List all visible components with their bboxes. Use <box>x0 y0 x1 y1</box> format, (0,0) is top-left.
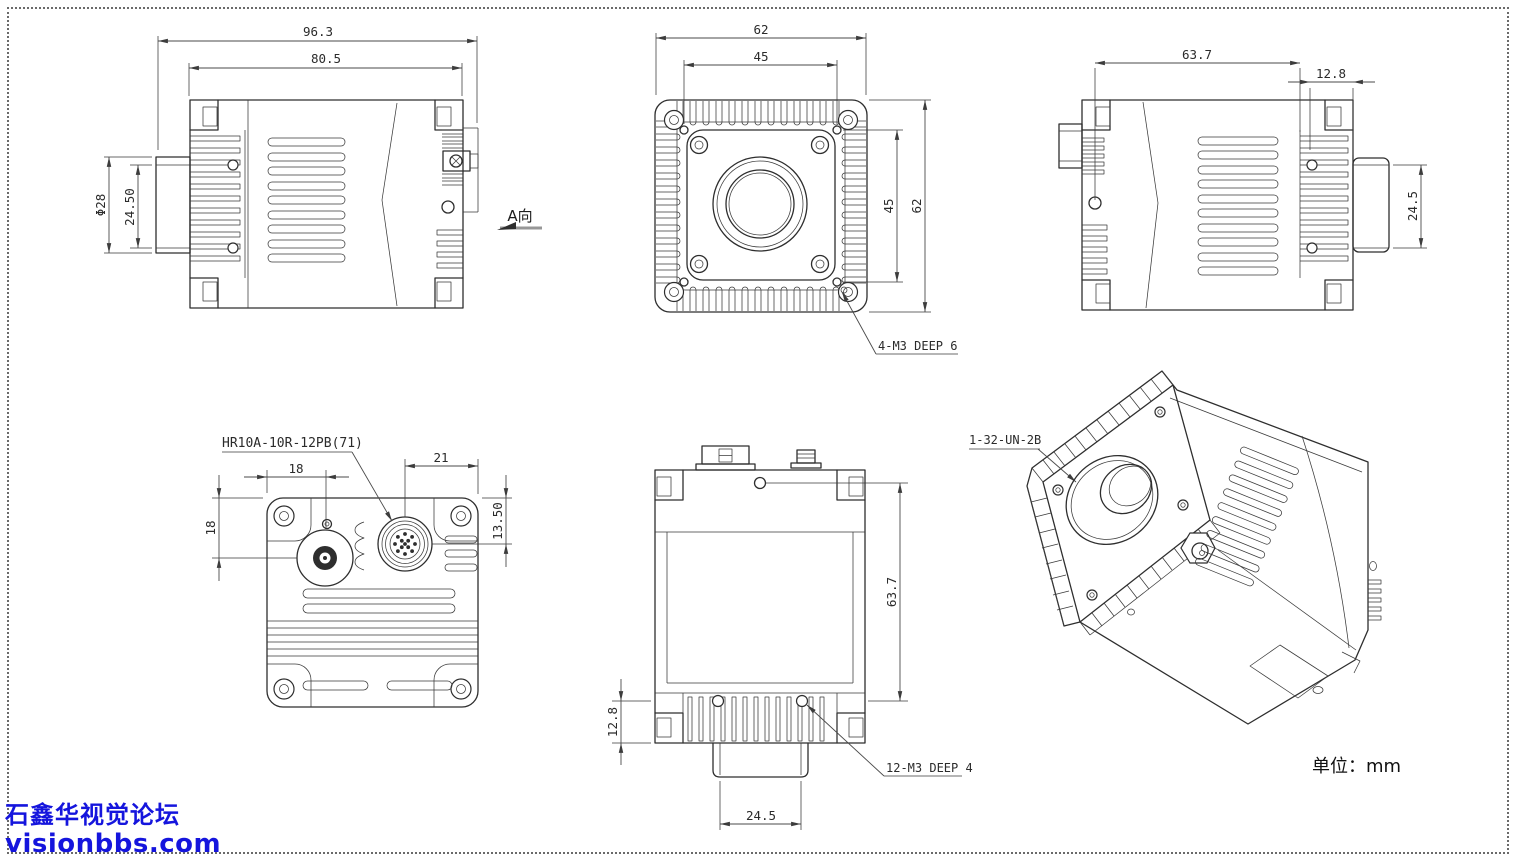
iso-thread-note: 1-32-UN-2B <box>969 433 1041 447</box>
dim-total-width: 96.3 <box>303 24 333 39</box>
dim-coax-offset-h: 18 <box>288 461 303 476</box>
front-screw-note: 4-M3 DEEP 6 <box>878 339 957 353</box>
dim-body-width: 80.5 <box>311 51 341 66</box>
view-side-a-drawing: 96.3 80.5 Φ28 24.50 A向 <box>93 24 542 309</box>
rear-connector-label: HR10A-10R-12PB(71) <box>222 436 363 451</box>
dim-coax-offset-v: 18 <box>203 520 218 535</box>
dim-front-width: 62 <box>753 22 768 37</box>
dim-mount-pitch-h: 45 <box>753 49 768 64</box>
dim-fin-depth-bottom: 12.8 <box>605 707 620 737</box>
watermark-site-url: visionbbs.com <box>5 829 222 859</box>
unit-note: 单位：mm <box>1312 756 1401 777</box>
dim-fin-depth: 12.8 <box>1316 66 1346 81</box>
view-direction-arrow-icon <box>497 222 516 230</box>
view-side-b-drawing: 63.7 12.8 24.5 <box>1058 47 1427 311</box>
view-direction-label: A向 <box>507 207 532 225</box>
dim-front-height: 62 <box>909 198 924 213</box>
dim-mount-width: 24.5 <box>746 808 776 823</box>
watermark-forum-name: 石鑫华视觉论坛 <box>5 801 180 829</box>
view-isometric-drawing: 1-32-UN-2B <box>969 370 1382 725</box>
dim-lens-face: 24.50 <box>122 188 137 226</box>
dim-lens-od: Φ28 <box>93 194 108 217</box>
dim-body-depth: 63.7 <box>1182 47 1212 62</box>
view-bottom-drawing: 63.7 12.8 24.5 12-M3 DEEP 4 <box>605 445 973 830</box>
dim-conn-offset-v: 13.50 <box>490 502 505 540</box>
dim-lens-face-b: 24.5 <box>1405 191 1420 221</box>
dim-conn-offset-h: 21 <box>433 450 448 465</box>
view-rear-drawing: HR10A-10R-12PB(71) 18 18 21 13.50 <box>203 436 512 708</box>
view-front-drawing: 62 45 45 62 4-M3 DEEP 6 <box>654 22 958 355</box>
dim-depth-bottom: 63.7 <box>884 577 899 607</box>
dim-mount-pitch-v: 45 <box>881 198 896 213</box>
bottom-screw-note: 12-M3 DEEP 4 <box>886 761 973 775</box>
